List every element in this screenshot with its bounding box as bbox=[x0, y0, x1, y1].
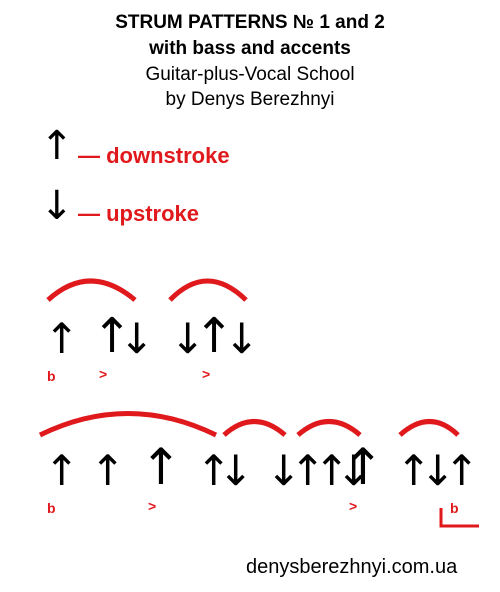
footer-website: denysberezhnyi.com.ua bbox=[246, 556, 458, 578]
p2-arrow-9: ↓ bbox=[336, 446, 372, 495]
p2-arrow-12: ↓ bbox=[420, 446, 456, 495]
p2-arrow-7: ↑ bbox=[290, 446, 326, 495]
p1-arrow-6: ↓ bbox=[224, 314, 260, 363]
arc-p1-a bbox=[46, 278, 137, 302]
arc-p1-b bbox=[168, 278, 248, 302]
upstroke-legend-arrow-icon: ↓ bbox=[40, 183, 74, 229]
p2-arrow-2: ↑ bbox=[90, 446, 126, 495]
p2-accent-mark-2: > bbox=[349, 498, 358, 514]
p2-arrow-5: ↓ bbox=[218, 446, 254, 495]
arc-p2-c bbox=[296, 419, 362, 437]
upstroke-legend-label: — upstroke bbox=[78, 201, 200, 226]
arc-p2-a bbox=[38, 411, 218, 438]
p2-arrow-1: ↑ bbox=[44, 446, 80, 495]
subtitle-school: Guitar-plus-Vocal School bbox=[145, 64, 355, 85]
p1-accent-mark-2: > bbox=[202, 366, 211, 382]
p1-arrow-5: ↑ bbox=[194, 308, 235, 364]
subtitle-author: by Denys Berezhnyi bbox=[165, 89, 335, 110]
p2-arrow-6: ↓ bbox=[266, 446, 302, 495]
downstroke-legend-arrow-icon: ↑ bbox=[40, 123, 74, 169]
p1-arrow-3: ↓ bbox=[119, 314, 155, 363]
p2-arrow-3: ↑ bbox=[140, 438, 182, 496]
p1-arrow-4: ↓ bbox=[170, 314, 206, 363]
title-line-2: with bass and accents bbox=[149, 38, 351, 59]
bass-bracket bbox=[439, 508, 479, 528]
p1-accent-mark-1: > bbox=[99, 366, 108, 382]
arc-p2-b bbox=[222, 419, 287, 437]
p2-arrow-11: ↑ bbox=[396, 446, 432, 495]
title-line-1: STRUM PATTERNS № 1 and 2 bbox=[115, 12, 385, 33]
p2-bass-mark-2: b bbox=[450, 500, 459, 516]
p2-accent-mark-1: > bbox=[148, 498, 157, 514]
p2-arrow-13: ↑ bbox=[444, 446, 480, 495]
p2-arrow-8: ↑ bbox=[314, 446, 350, 495]
p2-arrow-10: ↑ bbox=[342, 438, 384, 496]
downstroke-legend-label: — downstroke bbox=[78, 143, 230, 168]
arc-p2-d bbox=[398, 419, 460, 437]
p2-bass-mark-1: b bbox=[47, 500, 56, 516]
p1-bass-mark: b bbox=[47, 368, 56, 384]
p1-arrow-2: ↑ bbox=[92, 308, 133, 364]
p2-arrow-4: ↑ bbox=[196, 446, 232, 495]
p1-arrow-1: ↑ bbox=[44, 314, 80, 363]
